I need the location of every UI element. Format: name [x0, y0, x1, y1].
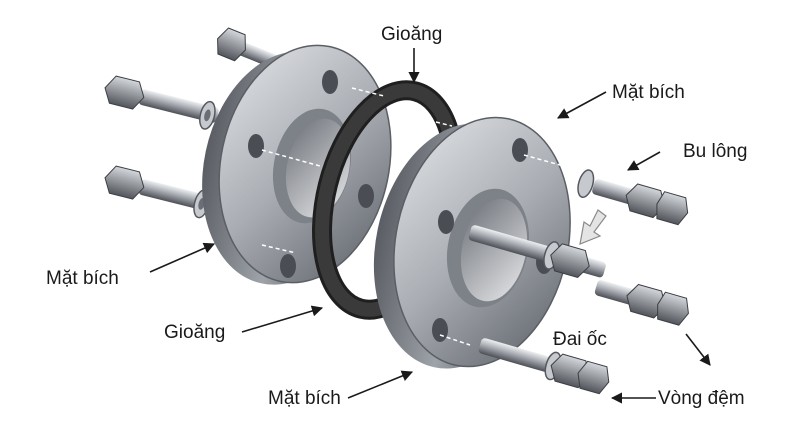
right-bolt-bottom [478, 338, 610, 395]
arrow-gasket-bottom [241, 305, 324, 333]
label-flange-left: Mặt bích [46, 268, 119, 289]
right-bolt-center [468, 225, 606, 278]
assembly-direction-arrow [579, 209, 607, 245]
label-gasket-bottom: Gioăng [164, 322, 226, 343]
label-washer: Vòng đệm [658, 388, 745, 409]
alignment-hints [261, 87, 561, 346]
left-bolt-middle [104, 75, 219, 130]
left-bolt-lower [104, 165, 214, 219]
right-flange [373, 116, 571, 369]
right-bolt-top [577, 169, 689, 226]
arrow-bolt [627, 151, 661, 171]
callout-arrows [149, 48, 711, 404]
label-flange-bottom: Mặt bích [268, 388, 341, 409]
arrow-flange-left [149, 242, 216, 273]
arrow-flange-top-right [557, 91, 607, 119]
arrow-nut [685, 333, 711, 366]
label-bolt: Bu lông [683, 141, 748, 162]
arrow-flange-bottom [347, 370, 414, 399]
right-bolt-lower [594, 280, 689, 326]
label-nut: Đai ốc [553, 329, 607, 350]
label-flange-top-right: Mặt bích [612, 82, 685, 103]
label-gasket-top: Gioăng [381, 24, 443, 45]
